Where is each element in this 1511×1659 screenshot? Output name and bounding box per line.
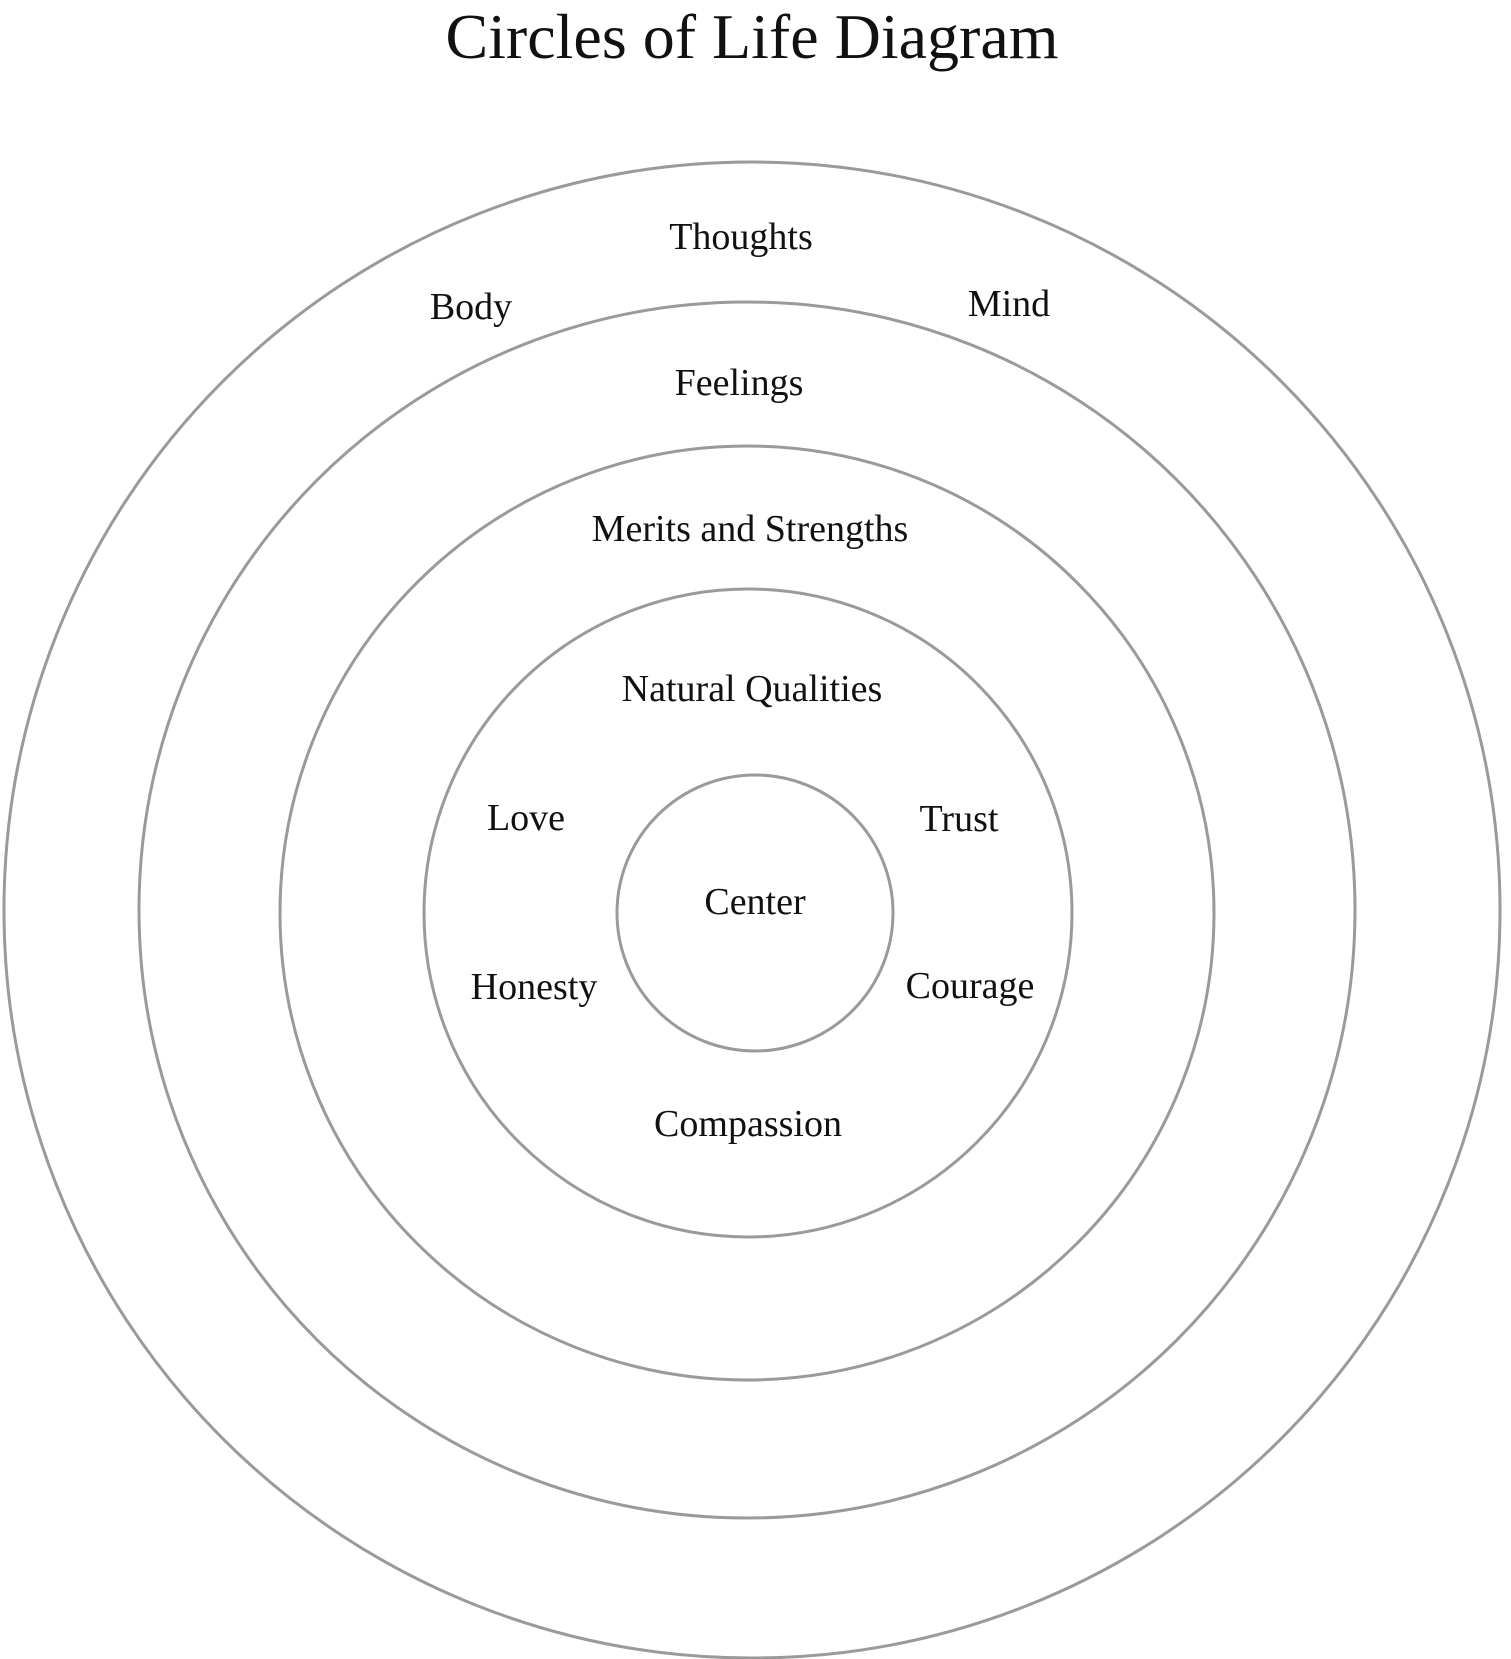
- ring-3: [278, 444, 1216, 1382]
- ring-4: [422, 587, 1074, 1239]
- label-thoughts: Thoughts: [669, 216, 813, 258]
- label-courage: Courage: [906, 965, 1035, 1007]
- label-body: Body: [430, 286, 512, 328]
- label-trust: Trust: [920, 798, 999, 840]
- label-compassion: Compassion: [654, 1103, 842, 1145]
- label-mind: Mind: [968, 283, 1050, 325]
- label-natural-qualities: Natural Qualities: [622, 668, 883, 710]
- label-feelings: Feelings: [675, 362, 804, 404]
- outer-ring: [2, 160, 1502, 1659]
- ring-2: [137, 300, 1357, 1520]
- label-honesty: Honesty: [471, 966, 598, 1008]
- label-love: Love: [487, 797, 565, 839]
- center-ring: [615, 773, 895, 1053]
- label-merits-and-strengths: Merits and Strengths: [592, 508, 909, 550]
- label-center: Center: [704, 881, 806, 923]
- diagram-title: Circles of Life Diagram: [445, 1, 1058, 72]
